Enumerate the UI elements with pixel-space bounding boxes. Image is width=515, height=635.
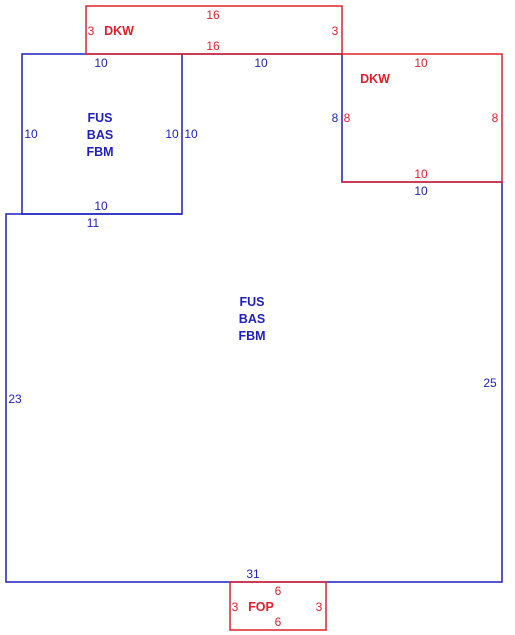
- main-code-fus: FUS: [240, 295, 265, 309]
- top-deck-left-dim: 3: [88, 24, 95, 38]
- ul-right-dim: 10: [165, 127, 179, 141]
- ul-code-bas: BAS: [87, 128, 113, 142]
- main-body-dimensions: 11 10 10 23 25 31: [8, 56, 497, 581]
- right-deck-labels: 10 10 8 8 8 DKW: [332, 56, 499, 181]
- main-code-fbm: FBM: [238, 329, 265, 343]
- right-deck-right-dim: 8: [492, 111, 499, 125]
- upper-left-room-dimensions: 10 10 10 10 10: [24, 56, 198, 213]
- porch-labels: 6 6 3 3 FOP: [232, 584, 323, 629]
- right-deck-code: DKW: [360, 72, 390, 86]
- ul-code-fbm: FBM: [86, 145, 113, 159]
- main-top-left-dim: 11: [87, 216, 100, 230]
- right-deck-bottom-dim: 10: [414, 167, 428, 181]
- right-deck-top-dim: 10: [414, 56, 428, 70]
- porch-left-dim: 3: [232, 600, 239, 614]
- main-bottom-dim: 31: [246, 567, 260, 581]
- ul-bottom-dim: 10: [94, 199, 108, 213]
- top-deck-labels: 16 16 3 3 DKW: [88, 8, 339, 53]
- porch-bottom-dim: 6: [275, 615, 282, 629]
- ul-top-dim: 10: [94, 56, 108, 70]
- main-body-outline: [5, 53, 503, 583]
- right-deck-left-inner-dim: 8: [344, 111, 351, 125]
- main-left-dim: 23: [8, 392, 22, 406]
- main-top-mid-dim: 10: [254, 56, 268, 70]
- ul-code-fus: FUS: [88, 111, 113, 125]
- top-deck-top-dim: 16: [206, 8, 220, 22]
- porch-right-dim: 3: [316, 600, 323, 614]
- ul-left-dim: 10: [24, 127, 38, 141]
- main-code-bas: BAS: [239, 312, 265, 326]
- top-deck-code: DKW: [104, 24, 134, 38]
- main-right-dim: 25: [483, 376, 497, 390]
- right-deck-outline: [342, 53, 503, 183]
- porch-outline: [229, 581, 327, 631]
- upper-left-room-codes: FUS BAS FBM: [86, 111, 113, 159]
- top-deck-right-dim: 3: [332, 24, 339, 38]
- porch-code: FOP: [248, 600, 274, 614]
- top-deck-bottom-dim: 16: [206, 39, 220, 53]
- main-body-codes: FUS BAS FBM: [238, 295, 265, 343]
- ul-right-outer-dim: 10: [184, 127, 198, 141]
- main-top-right-dim: 10: [414, 184, 428, 198]
- porch-top-dim: 6: [275, 584, 282, 598]
- right-deck-left-outer-dim: 8: [332, 111, 339, 125]
- exterior-areas: [85, 5, 503, 631]
- top-deck-outline: [85, 5, 343, 55]
